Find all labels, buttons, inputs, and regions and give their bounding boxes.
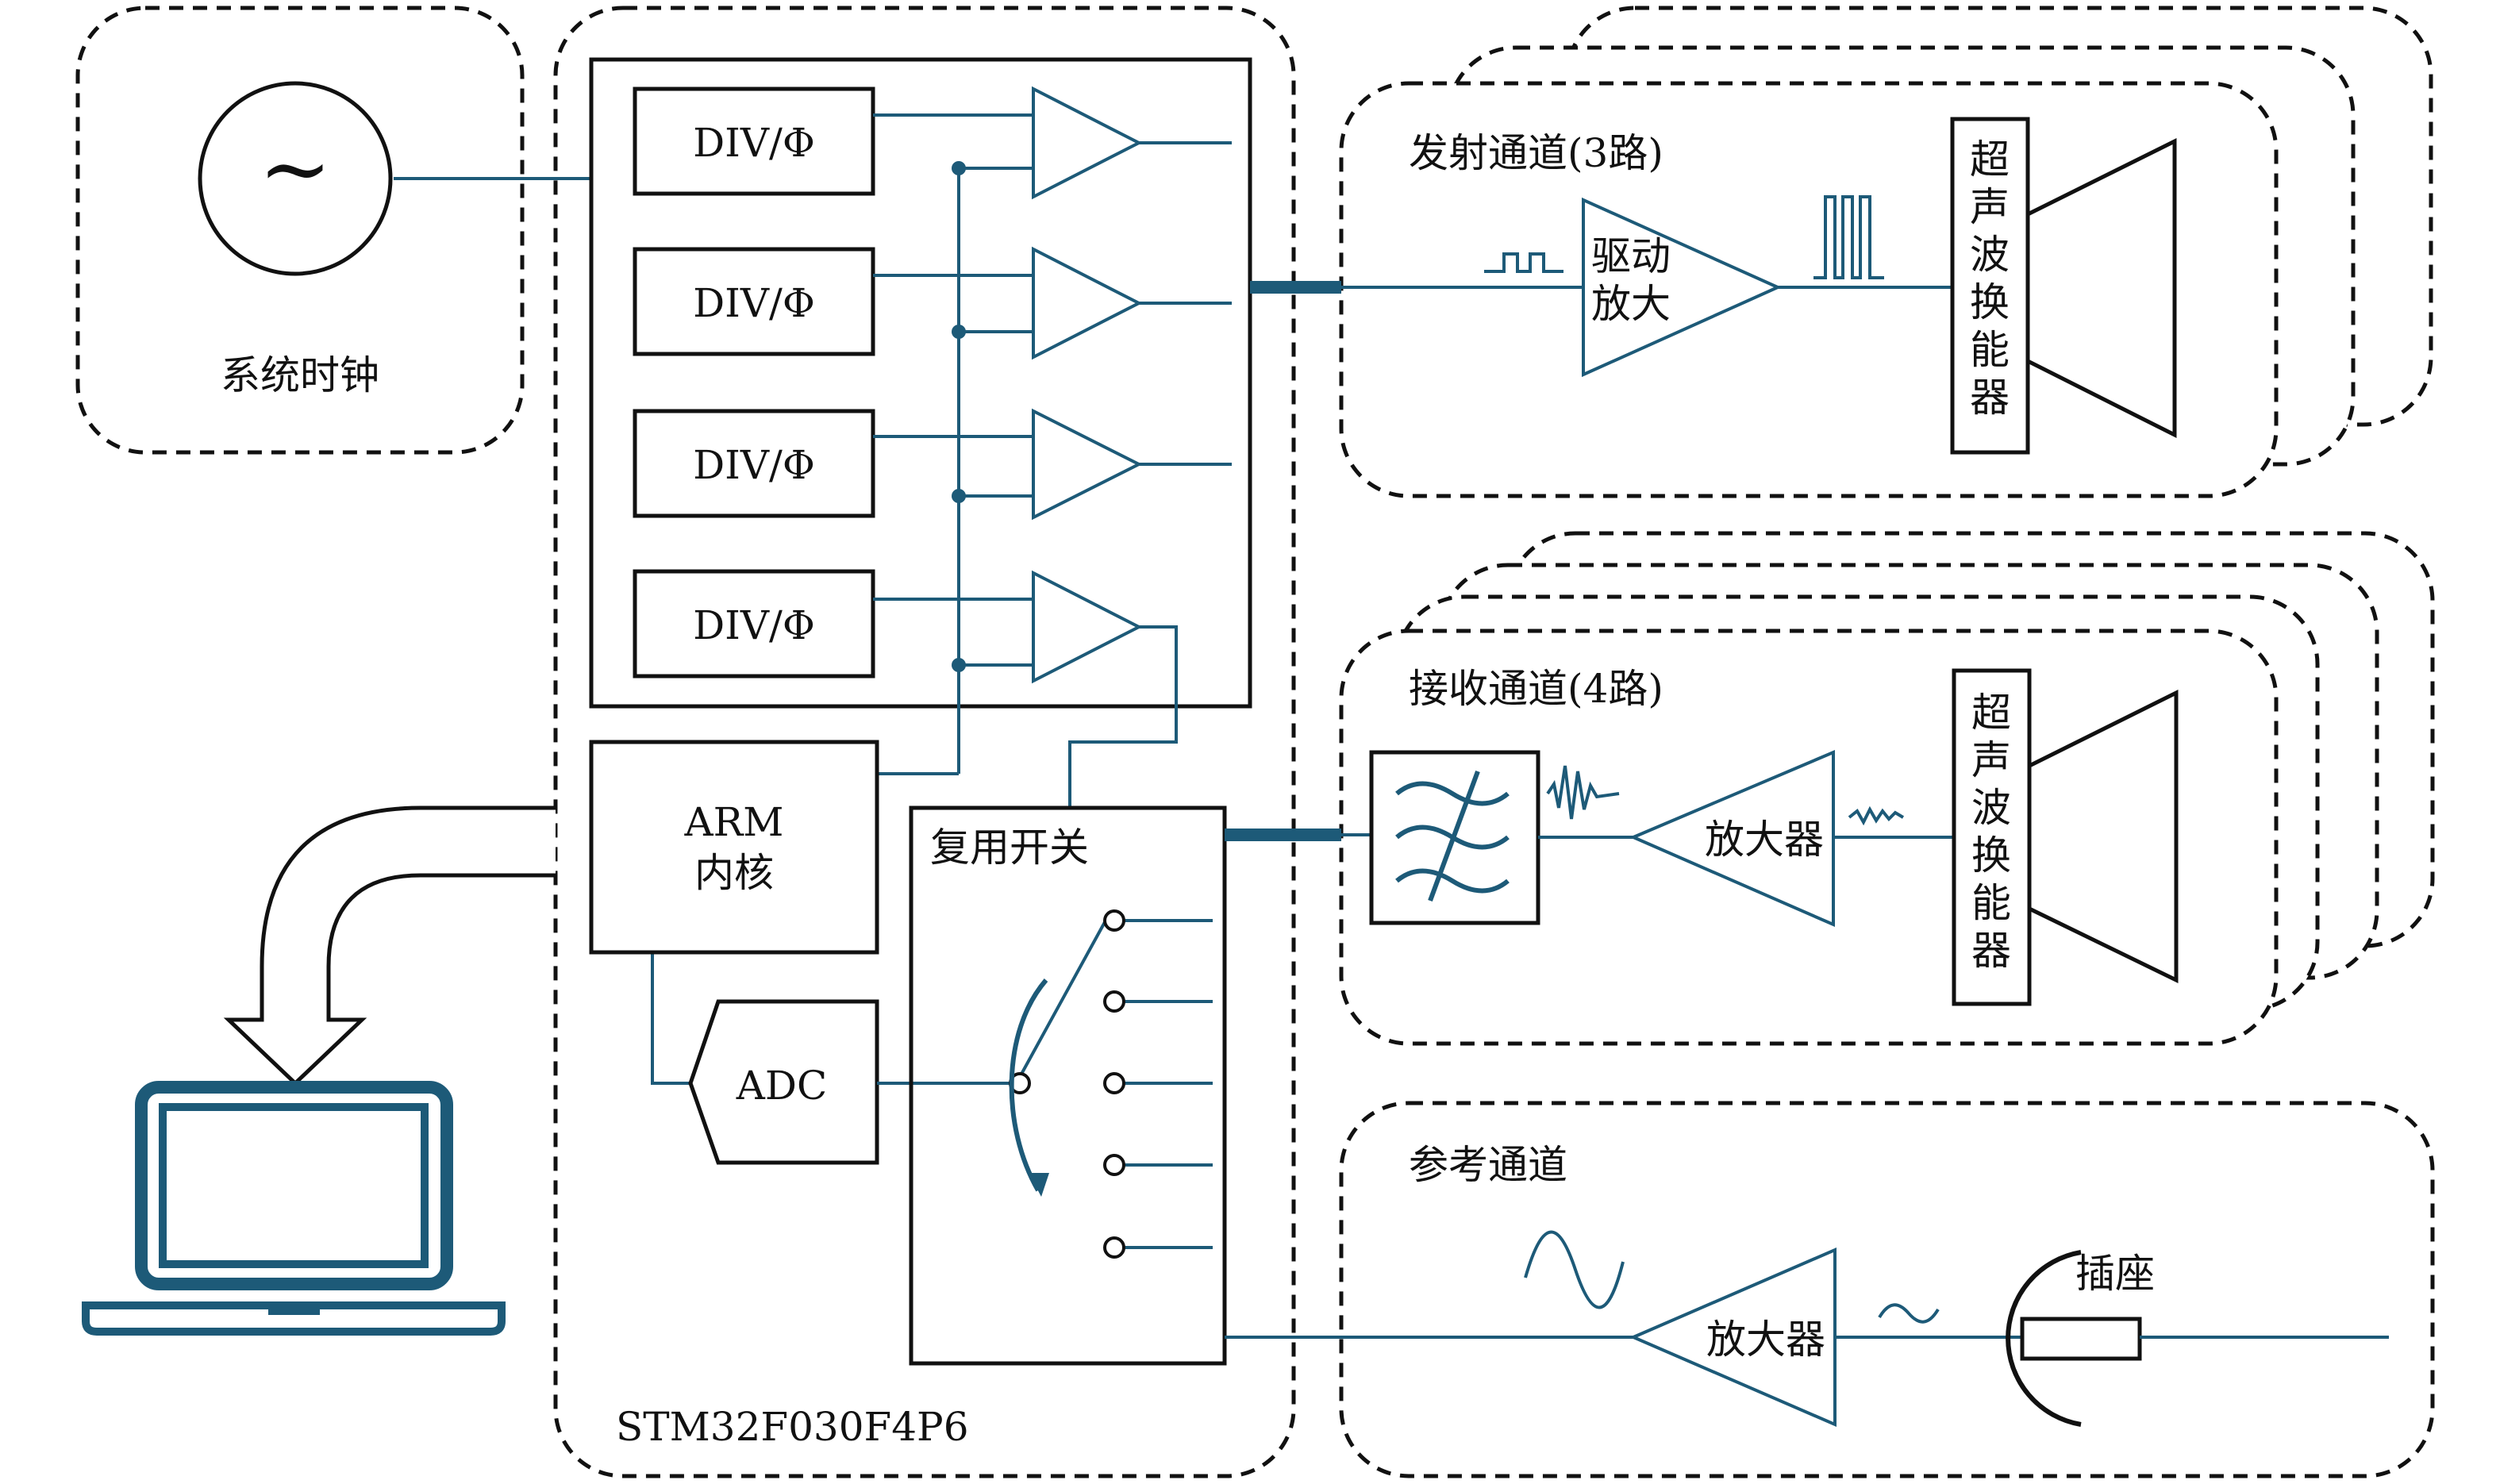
comparator-1 (1032, 86, 1143, 200)
ref-title: 参考通道 (1409, 1142, 1567, 1188)
timer-block (589, 57, 1252, 709)
div-block-2: DIV/Φ (633, 247, 875, 356)
sine-wave-icon (1524, 1230, 1625, 1309)
div-box (633, 247, 875, 356)
comparator-3 (1032, 408, 1143, 521)
tx-amp-line2: 放大 (1591, 281, 1671, 327)
curved-arrow-icon (1009, 978, 1049, 1197)
tx-driver-amp (1582, 197, 1782, 378)
mux-switch (909, 805, 1227, 1366)
arm-label-line2: 内核 (694, 850, 774, 896)
rx-transducer (1952, 668, 2032, 1006)
laptop-icon (82, 805, 556, 1336)
clock-group: ~ 系统时钟 (75, 6, 525, 455)
ref-channel: 参考通道 放大器 插座 (1225, 1101, 2435, 1478)
arm-label-line1: ARM (684, 799, 784, 845)
div-box (633, 409, 875, 518)
div-block-3: DIV/Φ (633, 409, 875, 518)
mux-contacts (1009, 909, 1213, 1259)
tx-transducer-char: 能 (1970, 327, 2010, 373)
div-box (633, 87, 875, 196)
tx-transducer-char: 超 (1970, 136, 2010, 183)
socket-label: 插座 (2075, 1251, 2155, 1297)
ref-amp-label: 放大器 (1706, 1317, 1825, 1363)
comparator-wiring (651, 113, 1232, 1085)
clock-oscillator (198, 81, 393, 276)
square-wave-icon (1484, 252, 1563, 273)
clock-symbol: ~ (259, 117, 332, 219)
div-block-1: DIV/Φ (633, 87, 875, 196)
small-sine-icon (1878, 1303, 1940, 1324)
rx-amp-label: 放大器 (1705, 817, 1824, 863)
div-label: DIV/Φ (693, 602, 815, 648)
rx-transducer-char: 声 (1971, 737, 2011, 783)
div-label: DIV/Φ (693, 442, 815, 488)
burst-pulse-icon (1813, 195, 1884, 279)
tx-channel: 发射通道(3路) 驱动 放大 超 声 波 换 能 器 (1250, 6, 2433, 498)
rx-transducer-char: 器 (1971, 928, 2011, 974)
clock-region (75, 6, 525, 455)
rx-transducer-char: 超 (1971, 690, 2011, 736)
div-label: DIV/Φ (693, 120, 815, 166)
adc-block (688, 999, 879, 1165)
mcu-label: STM32F030F4P6 (616, 1404, 969, 1450)
tx-amp-line1: 驱动 (1591, 233, 1671, 279)
rx-transducer-char: 波 (1971, 785, 2011, 831)
echo-signal-icon (1546, 765, 1620, 820)
tx-transducer-char: 波 (1970, 232, 2010, 278)
rx-transducer-horn (2027, 689, 2179, 983)
div-box (633, 569, 875, 679)
mux-label: 复用开关 (930, 825, 1089, 871)
div-block-4: DIV/Φ (633, 569, 875, 679)
tx-transducer-char: 声 (1970, 184, 2010, 230)
tx-transducer-char: 换 (1970, 279, 2010, 325)
tx-title: 发射通道(3路) (1409, 130, 1663, 176)
rx-channel: 接收通道(4路) 放大器 超 声 波 换 能 器 (1225, 531, 2435, 1046)
socket-shell (2006, 1250, 2082, 1427)
small-signal-icon (1848, 805, 1905, 826)
div-label: DIV/Φ (693, 280, 815, 326)
rx-transducer-char: 能 (1971, 880, 2011, 926)
tx-transducer-char: 器 (1970, 375, 2010, 421)
adc-label: ADC (736, 1063, 827, 1109)
rx-title: 接收通道(4路) (1409, 666, 1663, 712)
comparator-4 (1032, 570, 1143, 684)
comparator-2 (1032, 246, 1143, 360)
tx-transducer-horn (2025, 137, 2177, 439)
arm-core (589, 740, 879, 955)
rx-transducer-char: 换 (1971, 832, 2011, 878)
socket-plug (2020, 1317, 2142, 1361)
clock-label: 系统时钟 (221, 352, 379, 398)
